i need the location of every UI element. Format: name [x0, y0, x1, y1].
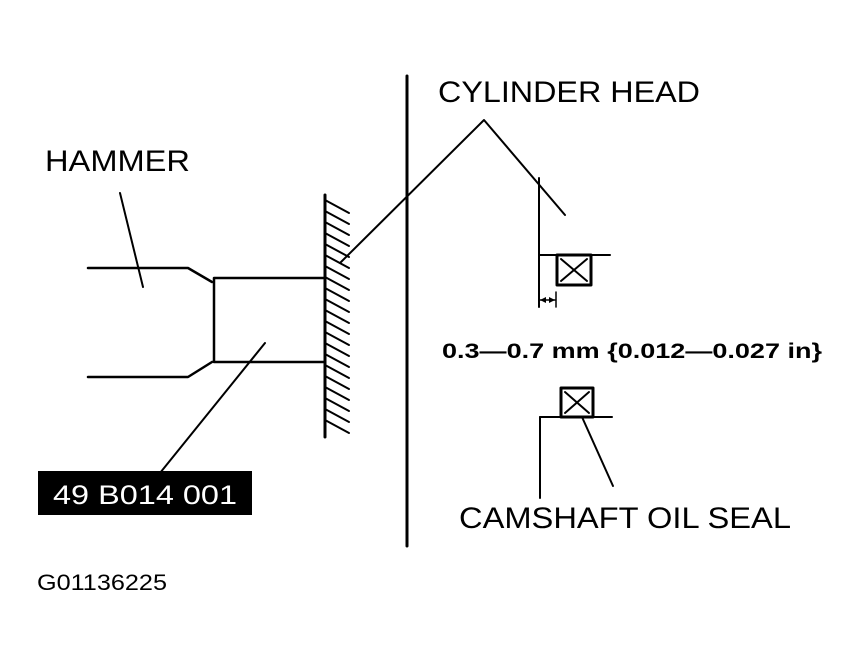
- hatch-mark: [324, 375, 350, 390]
- hatch-mark: [324, 287, 350, 302]
- hatch-mark: [324, 298, 350, 313]
- hatched-wall: [323, 193, 350, 439]
- hatch-mark: [324, 353, 350, 368]
- part-number-leader-line: [159, 342, 266, 474]
- hatch-mark: [324, 265, 350, 280]
- hatch-mark: [324, 331, 350, 346]
- hatch-mark: [324, 419, 350, 434]
- figure-id-label: G01136225: [37, 570, 167, 595]
- dimension-label: 0.3—0.7 mm {0.012—0.027 in}: [442, 340, 822, 363]
- part-number-label: 49 B014 001: [53, 480, 237, 510]
- part-number-tag: 49 B014 001: [38, 471, 252, 515]
- cylinder-head-label: CYLINDER HEAD: [438, 76, 700, 109]
- hatch-mark: [324, 276, 350, 291]
- hammer-leader-line: [119, 192, 144, 288]
- hatch-mark: [324, 386, 350, 401]
- hammer: [86, 266, 214, 379]
- hatch-mark: [324, 199, 350, 214]
- hatch-mark: [324, 342, 350, 357]
- hatch-mark: [324, 210, 350, 225]
- oil-seal-upper: [555, 253, 593, 287]
- hatch-mark: [324, 408, 350, 423]
- cylinder-head-leader-line: [339, 119, 566, 264]
- hatch-mark: [324, 364, 350, 379]
- hatch-mark: [324, 221, 350, 236]
- oil-seal-lower: [559, 386, 595, 419]
- hatch-mark: [324, 309, 350, 324]
- hatch-mark: [324, 397, 350, 412]
- seal-installer-tool: [212, 276, 327, 364]
- camshaft-oil-seal-label: CAMSHAFT OIL SEAL: [459, 502, 791, 535]
- hatch-mark: [324, 254, 350, 269]
- hatch-mark: [324, 243, 350, 258]
- oil-seal-leader-line: [581, 416, 614, 487]
- hatch-mark: [324, 320, 350, 335]
- hatch-mark: [324, 232, 350, 247]
- hammer-label: HAMMER: [45, 145, 190, 178]
